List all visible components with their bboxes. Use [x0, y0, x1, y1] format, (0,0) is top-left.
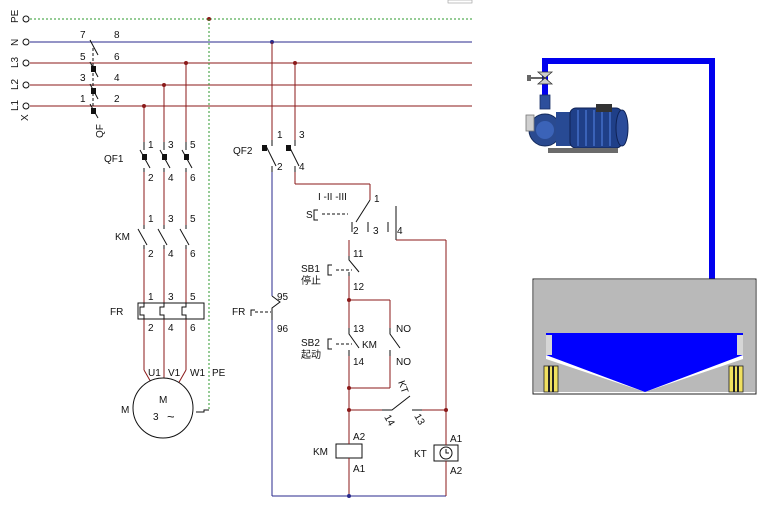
- terminal-u1: U1: [148, 368, 161, 379]
- km-coil: [335, 443, 363, 459]
- km-aux-no-bottom: NO: [396, 357, 411, 368]
- svg-text:6: 6: [190, 323, 196, 334]
- motor-letter: M: [159, 395, 167, 406]
- motor-phase: 3: [153, 412, 159, 423]
- qf2-label: QF2: [233, 146, 253, 157]
- svg-text:5: 5: [190, 292, 196, 303]
- svg-text:6: 6: [190, 249, 196, 260]
- svg-text:2: 2: [148, 323, 154, 334]
- fr-power-label: FR: [110, 307, 123, 318]
- svg-text:13: 13: [353, 324, 365, 335]
- svg-text:A2: A2: [353, 432, 366, 443]
- selector-label: S: [306, 210, 313, 221]
- level-sensor-right: [728, 365, 744, 393]
- kt-coil-label: KT: [414, 449, 427, 460]
- svg-text:4: 4: [168, 173, 174, 184]
- power-circuit: QF1 1 3 5 2 4 6 KM 1 3 5 2 4 6 FR 1 3 5 …: [104, 17, 226, 439]
- svg-text:A2: A2: [450, 466, 463, 477]
- svg-text:4: 4: [397, 226, 403, 237]
- svg-text:A1: A1: [353, 464, 366, 475]
- valve-icon: [527, 71, 554, 85]
- km-coil-label: KM: [313, 447, 328, 458]
- svg-text:2: 2: [148, 173, 154, 184]
- water-pipe: [542, 58, 715, 285]
- svg-text:4: 4: [299, 162, 305, 173]
- svg-text:3: 3: [168, 214, 174, 225]
- svg-text:13: 13: [411, 412, 426, 428]
- sb2-start-label: 起动: [301, 349, 321, 361]
- km-aux-no-top: NO: [396, 324, 411, 335]
- sb1-stop-label: 停止: [301, 274, 321, 287]
- sb1-label: SB1: [301, 264, 320, 275]
- svg-text:1: 1: [374, 194, 380, 205]
- bus-label-l1: L1: [10, 99, 21, 111]
- svg-text:2: 2: [277, 162, 283, 173]
- level-sensor-left: [543, 365, 559, 393]
- timer-clock-icon: [439, 446, 453, 460]
- svg-text:2: 2: [148, 249, 154, 260]
- terminal-pe: PE: [212, 368, 226, 379]
- bus-label-n: N: [10, 39, 21, 46]
- sb2-label: SB2: [301, 338, 320, 349]
- svg-text:3: 3: [168, 140, 174, 151]
- svg-text:2: 2: [353, 226, 359, 237]
- km-aux-label: KM: [362, 340, 377, 351]
- svg-text:1: 1: [148, 214, 154, 225]
- km-main-label: KM: [115, 232, 130, 243]
- svg-text:4: 4: [168, 323, 174, 334]
- terminal-v1: V1: [168, 368, 181, 379]
- qf-pin-3: 3: [80, 73, 86, 84]
- svg-text:14: 14: [381, 413, 396, 429]
- svg-text:3: 3: [373, 226, 379, 237]
- bus-label-l3: L3: [10, 56, 21, 68]
- bus-label-x: X: [20, 114, 31, 121]
- qf-pin-8: 8: [114, 30, 120, 41]
- svg-text:96: 96: [277, 324, 289, 335]
- bus-label-l2: L2: [10, 78, 21, 90]
- pump-system: [525, 58, 757, 395]
- svg-text:4: 4: [168, 249, 174, 260]
- svg-text:A1: A1: [450, 434, 463, 445]
- qf-pin-1: 1: [80, 94, 86, 105]
- bus-lines: PE N L3 L2 L1 X: [10, 0, 473, 121]
- svg-text:1: 1: [148, 140, 154, 151]
- terminal-w1: W1: [190, 368, 205, 379]
- svg-text:6: 6: [190, 173, 196, 184]
- motor-ac-symbol: ~: [167, 409, 175, 424]
- pump-icon: [525, 94, 629, 153]
- selector-positions: I -II -III: [318, 192, 347, 203]
- control-circuit: QF2 1 3 2 4 FR 95 96 S I -II -III 1: [232, 40, 463, 498]
- qf-breaker: 7 8 5 6 3 4 1 2 QF: [80, 30, 120, 138]
- svg-text:3: 3: [168, 292, 174, 303]
- svg-text:5: 5: [190, 214, 196, 225]
- motor-symbol: [132, 377, 194, 439]
- qf-pin-7: 7: [80, 30, 86, 41]
- bus-label-pe: PE: [10, 9, 21, 23]
- svg-text:5: 5: [190, 140, 196, 151]
- svg-text:14: 14: [353, 357, 365, 368]
- kt-contact-label: KT: [395, 379, 410, 395]
- fr-thermal-relay: [137, 302, 205, 320]
- svg-text:1: 1: [277, 130, 283, 141]
- fr-control-label: FR: [232, 307, 245, 318]
- qf-label: QF: [95, 124, 106, 138]
- qf-pin-5: 5: [80, 52, 86, 63]
- svg-text:11: 11: [353, 249, 364, 260]
- qf-pin-2: 2: [114, 94, 120, 105]
- water-level: [546, 333, 743, 392]
- svg-text:3: 3: [299, 130, 305, 141]
- qf1-label: QF1: [104, 154, 124, 165]
- qf-pin-4: 4: [114, 73, 120, 84]
- qf-pin-6: 6: [114, 52, 120, 63]
- svg-text:95: 95: [277, 292, 289, 303]
- svg-text:1: 1: [148, 292, 154, 303]
- svg-text:12: 12: [353, 282, 365, 293]
- motor-label: M: [121, 405, 129, 416]
